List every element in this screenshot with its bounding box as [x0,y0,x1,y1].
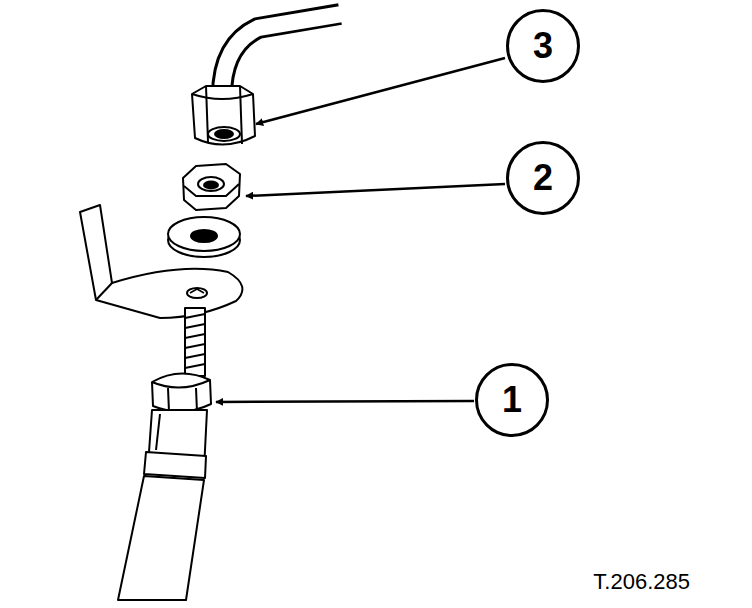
hose-fitting [152,373,211,412]
leader-arrow [216,401,474,402]
tube-nut [192,86,255,145]
callout-number: 1 [502,382,522,418]
washer [168,217,240,257]
callout-number: 3 [533,28,553,64]
bracket [80,205,242,318]
hose-ferrule [144,410,207,478]
threaded-stud [185,308,205,376]
leader-arrow [246,184,505,196]
callout-circle: 1 [475,363,549,437]
figure-reference: T.206.285 [593,571,690,593]
hose [118,476,204,600]
callout-circle: 2 [506,141,580,215]
pipe-body [222,14,342,96]
hex-nut [183,164,240,210]
leader-arrow [256,58,505,124]
callout-circle: 3 [506,9,580,83]
callout-number: 2 [533,160,553,196]
